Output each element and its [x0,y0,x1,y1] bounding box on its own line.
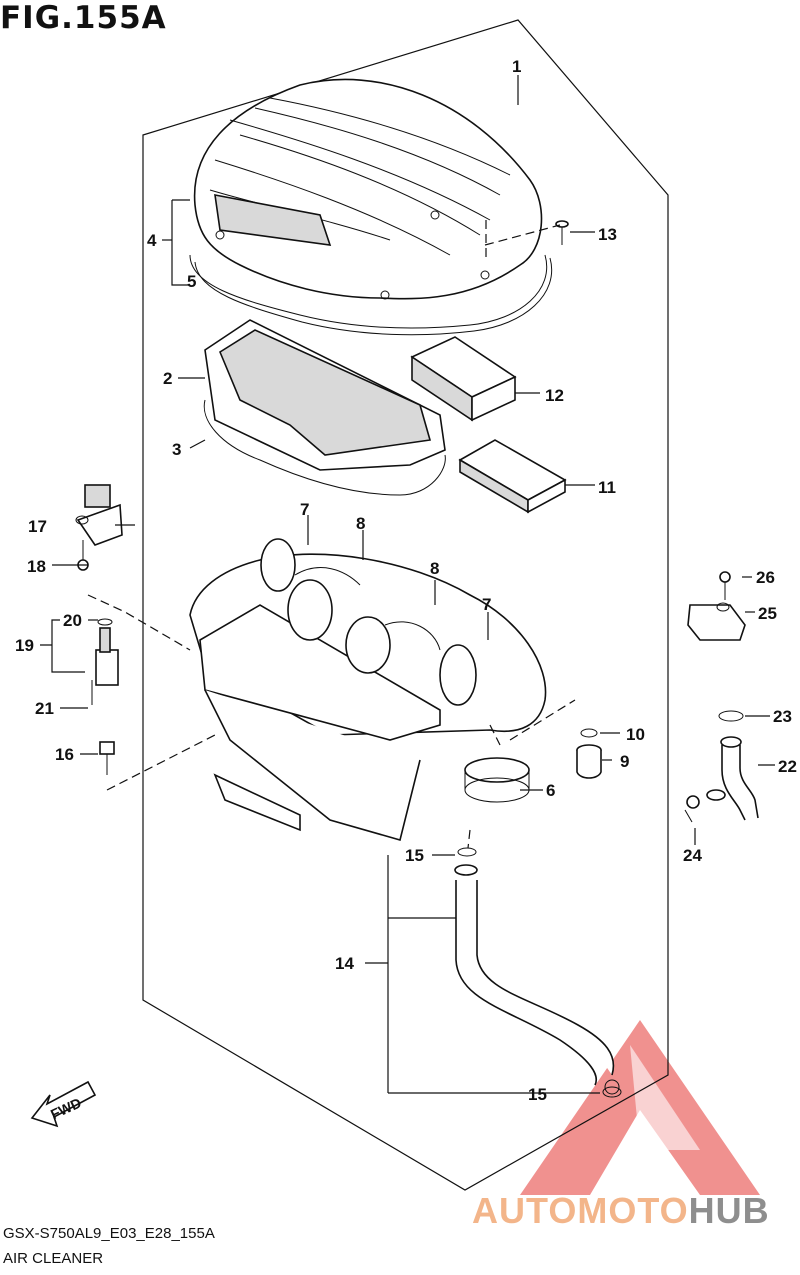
filter-seal [203,399,446,496]
callout-21: 21 [35,699,54,718]
sponge-block-12 [410,336,517,422]
callout-16: 16 [55,745,74,764]
callout-15-lower: 15 [528,1085,547,1104]
leader-lines [40,75,775,1094]
callout-6: 6 [546,781,555,800]
intake-air-temp-sensor [75,484,123,546]
watermark-text-part2: HUB [688,1190,770,1231]
callout-14: 14 [335,954,354,973]
drain-cap [576,744,602,779]
callout-numbers: 1 2 3 4 5 6 7 7 8 8 9 10 11 12 13 14 15 … [15,57,797,1104]
callout-25: 25 [758,604,777,623]
callout-5: 5 [187,272,196,291]
assembly-name-label: AIR CLEANER [3,1250,104,1267]
callout-1: 1 [512,57,521,76]
callout-15-upper: 15 [405,846,424,865]
callout-12: 12 [545,386,564,405]
callout-2: 2 [163,369,172,388]
cover-seal [189,254,548,329]
screw-13 [555,220,569,245]
pressure-sensor-25 [687,602,746,641]
callout-7-right: 7 [482,595,491,614]
callout-23: 23 [773,707,792,726]
callout-26: 26 [756,568,775,587]
callout-8-right: 8 [430,559,439,578]
callout-8-left: 8 [356,514,365,533]
hose-clamp-band [464,757,530,803]
screw-26 [719,571,731,600]
callout-3: 3 [172,440,181,459]
air-cleaner-case [189,538,547,841]
callout-17: 17 [28,517,47,536]
assembly-frame [142,19,669,1191]
callout-10: 10 [626,725,645,744]
sponge-block-11 [458,439,567,514]
fwd-label: FWD [48,1094,84,1122]
callout-24: 24 [683,846,702,865]
filter-element [204,319,446,471]
clip-15-upper [457,847,477,857]
sensor-bracket-19 [87,594,191,705]
watermark-triangle-logo [520,1020,760,1195]
watermark-text-part1: AUTOMOTO [472,1190,689,1231]
callout-7-left: 7 [300,500,309,519]
callout-18: 18 [27,557,46,576]
breather-hose-22 [706,736,759,821]
callout-4: 4 [147,231,157,250]
drain-hose-14 [454,864,620,1095]
callout-22: 22 [778,757,797,776]
model-code-label: GSX-S750AL9_E03_E28_155A [3,1225,215,1242]
callout-20: 20 [63,611,82,630]
clip-23 [718,710,744,722]
callout-13: 13 [598,225,617,244]
bolt-16 [99,734,216,791]
watermark-text: AUTOMOTOHUB [472,1190,770,1232]
figure-title: FIG.155A [0,0,167,36]
clip-15-lower [602,1086,622,1098]
callout-11: 11 [598,478,616,497]
forward-direction-arrow: FWD [30,1080,97,1128]
air-cleaner-cover [193,78,543,300]
callout-9: 9 [620,752,629,771]
clamp-24 [684,795,700,823]
callout-19: 19 [15,636,34,655]
washer-10 [580,728,598,738]
